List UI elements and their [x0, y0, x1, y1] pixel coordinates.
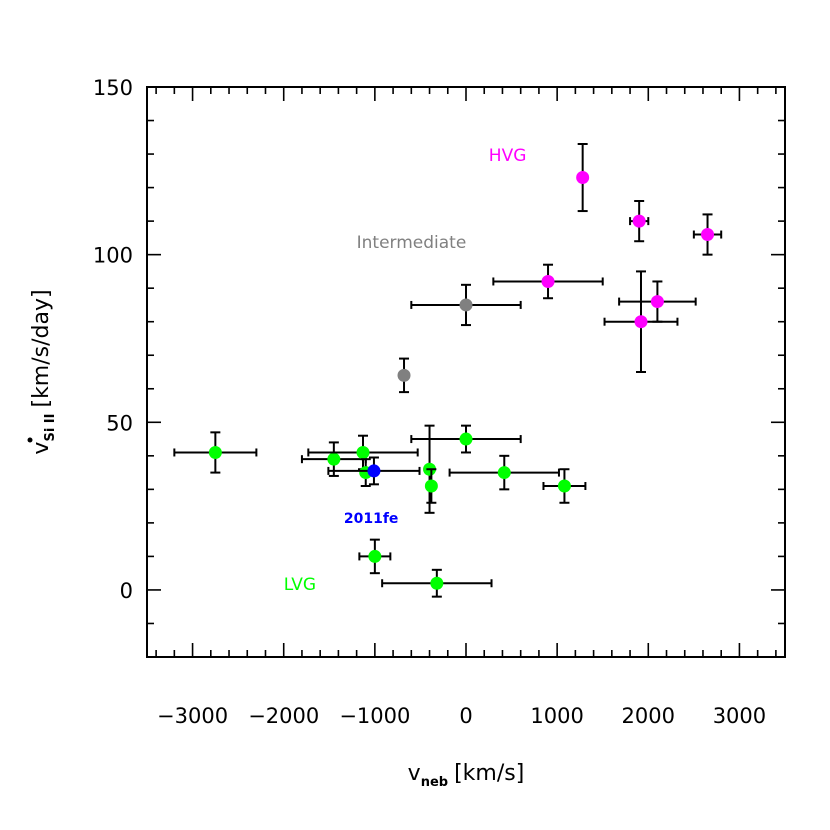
point-marker: [367, 464, 381, 478]
data-point-intermediate: [397, 357, 411, 394]
annotation-2011fe: 2011fe: [344, 511, 399, 527]
y-tick-label: 150: [93, 76, 133, 100]
data-point-lvg: [307, 434, 419, 471]
data-point-lvg: [448, 454, 560, 491]
x-tick-label: −2000: [248, 704, 319, 728]
point-marker: [632, 214, 646, 228]
annotation-intermediate: Intermediate: [357, 233, 467, 253]
point-marker: [356, 445, 370, 459]
point-marker: [650, 295, 664, 309]
y-axis-title: vSi II [km/s/day]: [29, 289, 58, 454]
data-point-intermediate: [410, 283, 522, 327]
point-marker: [541, 274, 555, 288]
data-point-lvg: [410, 424, 522, 454]
annotation-hvg: HVG: [489, 146, 527, 166]
point-marker: [557, 479, 571, 493]
y-axis-title-sub: Si II: [43, 414, 58, 442]
point-marker: [368, 549, 382, 563]
data-point-lvg: [358, 538, 392, 575]
data-point-hvg: [618, 280, 697, 323]
y-tick-label: 100: [93, 244, 133, 268]
y-tick-label: 50: [106, 411, 133, 435]
point-marker: [634, 315, 648, 329]
x-tick-label: 3000: [713, 704, 766, 728]
x-tick-label: 1000: [530, 704, 583, 728]
axis-ticks: [147, 86, 785, 657]
annotation-lvg: LVG: [284, 575, 316, 595]
x-axis-title-sub: neb: [421, 775, 448, 790]
point-marker: [208, 445, 222, 459]
data-point-lvg: [381, 568, 493, 598]
point-marker: [459, 432, 473, 446]
point-marker: [430, 576, 444, 590]
y-axis-title-dot: [27, 437, 33, 443]
y-tick-label: 0: [120, 579, 133, 603]
data-point-2011fe: [327, 456, 421, 486]
data-point-hvg: [576, 143, 590, 213]
point-marker: [701, 228, 715, 242]
axis-tick-labels: −3000 −2000 −1000 0 1000 2000 3000 0 50 100 150: [93, 76, 766, 728]
data-point-lvg: [173, 431, 258, 474]
point-marker: [576, 171, 590, 185]
point-marker: [497, 466, 511, 480]
x-axis-title: vneb [km/s]: [408, 761, 525, 790]
x-tick-label: 0: [459, 704, 472, 728]
point-marker: [424, 479, 438, 493]
y-axis-title-main: v: [29, 442, 54, 455]
y-axis-title-unit: [km/s/day]: [29, 289, 54, 407]
x-tick-label: −1000: [339, 704, 410, 728]
data-points: [173, 143, 723, 598]
data-point-lvg: [542, 468, 587, 504]
point-marker: [327, 452, 341, 466]
x-axis-title-main: v: [408, 761, 421, 786]
point-marker: [397, 368, 411, 382]
data-point-hvg: [492, 263, 604, 300]
data-point-lvg: [424, 468, 438, 504]
x-tick-label: −3000: [157, 704, 228, 728]
plot-frame: [146, 86, 786, 658]
point-marker: [459, 298, 473, 312]
data-point-hvg: [629, 200, 650, 243]
svg-text:vSi II[km/s/day]: vSi II [km/s/day]: [29, 289, 58, 454]
x-tick-label: 2000: [622, 704, 675, 728]
data-point-hvg: [603, 270, 679, 373]
x-axis-title-unit: [km/s]: [454, 761, 524, 786]
data-point-hvg: [692, 213, 723, 256]
